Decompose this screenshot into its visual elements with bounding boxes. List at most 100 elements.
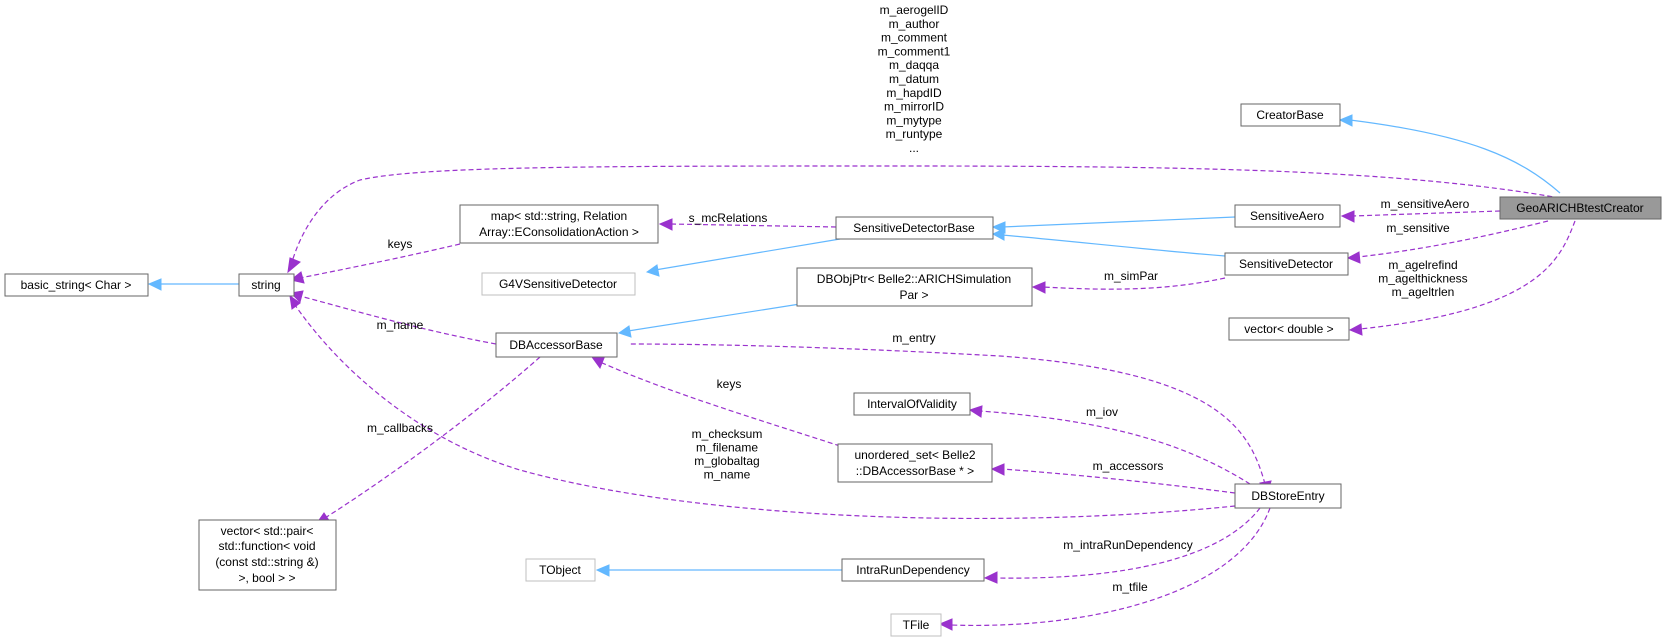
- node-label: TObject: [539, 563, 581, 577]
- node-db-accessor-base[interactable]: DBAccessorBase: [495, 332, 618, 358]
- arrowhead-sensitiveaero: [1340, 210, 1355, 223]
- node-unordered-set[interactable]: unordered_set< Belle2 ::DBAccessorBase *…: [837, 443, 993, 483]
- node-creator-base[interactable]: CreatorBase: [1240, 103, 1341, 127]
- edge-inherit-g4: [654, 238, 841, 271]
- arrowhead-string-top: [287, 257, 301, 274]
- node-g4-sensitive-detector[interactable]: G4VSensitiveDetector: [481, 272, 636, 296]
- node-vector-double[interactable]: vector< double >: [1228, 317, 1350, 341]
- edge-label-line: m_hapdID: [886, 86, 942, 100]
- arrowhead-tfile: [938, 618, 953, 631]
- edge-label-line: m_name: [704, 468, 751, 482]
- node-label: SensitiveAero: [1250, 209, 1324, 223]
- edge-usage-keys-map: [299, 243, 461, 279]
- node-interval-of-validity[interactable]: IntervalOfValidity: [853, 392, 971, 416]
- edge-label-line: m_checksum: [692, 427, 763, 441]
- edge-label-line: m_agelthickness: [1378, 272, 1467, 286]
- node-label: >, bool > >: [238, 571, 295, 585]
- edge-label-line: m_comment1: [878, 44, 951, 58]
- edge-usage-agel: [1359, 220, 1576, 330]
- edge-label-line: m_author: [889, 17, 940, 31]
- edge-inherit-sensitivedetector: [1001, 234, 1226, 257]
- node-label: Par >: [899, 288, 928, 302]
- arrowhead-g4: [645, 264, 660, 277]
- node-label: vector< std::pair<: [221, 524, 314, 538]
- node-label: map< std::string, Relation: [491, 209, 627, 223]
- node-label: Array::EConsolidationAction >: [479, 225, 639, 239]
- node-label: std::function< void: [218, 539, 315, 553]
- node-label: basic_string< Char >: [21, 278, 132, 292]
- arrowhead-dbobjptr: [1031, 281, 1046, 294]
- node-label: SensitiveDetectorBase: [853, 221, 975, 235]
- edge-usage-tfile: [949, 507, 1271, 627]
- node-tobject[interactable]: TObject: [525, 558, 596, 582]
- edge-label-line: m_filename: [696, 441, 758, 455]
- edge-label-line: m_aerogelID: [880, 3, 949, 17]
- edge-usage-sensitive: [1357, 220, 1549, 258]
- node-sensitive-aero[interactable]: SensitiveAero: [1234, 204, 1341, 228]
- node-label: CreatorBase: [1256, 108, 1324, 122]
- node-label: string: [251, 278, 280, 292]
- edge-label-sensitive: m_sensitive: [1386, 221, 1450, 235]
- node-label: vector< double >: [1244, 322, 1333, 336]
- edge-label-keys-map: keys: [388, 237, 413, 251]
- node-label: TFile: [903, 618, 930, 632]
- edge-usage-simpar: [1042, 277, 1226, 290]
- edge-label-sim-par: m_simPar: [1104, 269, 1158, 283]
- edge-usage-m-entry: [627, 343, 1266, 485]
- node-map-relations[interactable]: map< std::string, Relation Array::EConso…: [459, 204, 659, 244]
- arrowhead-string-checksum: [289, 294, 301, 310]
- node-label: unordered_set< Belle2: [854, 448, 975, 462]
- edge-inherit-dbobjptr: [627, 303, 801, 332]
- node-db-store-entry[interactable]: DBStoreEntry: [1234, 483, 1342, 509]
- node-dbobjptr[interactable]: DBObjPtr< Belle2::ARICHSimulation Par >: [796, 267, 1033, 307]
- edge-label-m-entry: m_entry: [892, 331, 935, 345]
- arrowhead-creatorbase: [1338, 114, 1353, 127]
- node-label: IntraRunDependency: [856, 563, 969, 577]
- edge-usage-iov: [979, 410, 1251, 485]
- node-label: ::DBAccessorBase * >: [856, 464, 974, 478]
- edge-label-intra-run-dependency: m_intraRunDependency: [1063, 538, 1192, 552]
- edge-label-line: m_agelrefind: [1388, 258, 1457, 272]
- node-label: DBAccessorBase: [509, 338, 603, 352]
- arrowhead-map: [658, 218, 673, 231]
- edge-label-sensitive-aero: m_sensitiveAero: [1381, 197, 1470, 211]
- edge-label-line: m_mirrorID: [884, 100, 944, 114]
- edge-usage-callbacks: [324, 356, 541, 519]
- edge-label-tfile: m_tfile: [1112, 580, 1148, 594]
- edge-inherit-sensitiveaero: [1001, 216, 1236, 228]
- edge-label-accessors: m_accessors: [1093, 459, 1164, 473]
- node-label: IntervalOfValidity: [867, 397, 957, 411]
- edge-usage-checksum: [294, 304, 1236, 520]
- edge-label-line: m_datum: [889, 72, 939, 86]
- edge-label-line: m_daqqa: [889, 58, 939, 72]
- node-basic-string[interactable]: basic_string< Char >: [4, 273, 149, 297]
- arrowhead-unordered-set: [990, 463, 1005, 476]
- edge-usage-intrarun: [994, 507, 1261, 579]
- arrowhead-sdb-det: [991, 228, 1005, 241]
- node-geo-arich-btest-creator[interactable]: GeoARICHBtestCreator: [1499, 196, 1662, 220]
- edge-label-callbacks: m_callbacks: [367, 421, 433, 435]
- node-tfile[interactable]: TFile: [890, 613, 942, 637]
- edge-label-m-name: m_name: [377, 318, 424, 332]
- node-sensitive-detector-base[interactable]: SensitiveDetectorBase: [835, 216, 994, 240]
- node-label: G4VSensitiveDetector: [499, 277, 617, 291]
- edge-usage-m-name: [299, 295, 497, 345]
- node-vector-pair-callbacks[interactable]: vector< std::pair< std::function< void (…: [198, 519, 337, 591]
- node-sensitive-detector[interactable]: SensitiveDetector: [1224, 252, 1349, 276]
- arrowhead-iov: [968, 405, 983, 418]
- edge-usage-keys-set: [599, 361, 841, 447]
- edge-usage-sensitiveaero: [1351, 210, 1501, 217]
- edge-label-line: m_runtype: [886, 127, 943, 141]
- edge-inherit-creatorbase: [1349, 119, 1561, 194]
- arrowhead-dbaccessor-keys: [590, 356, 605, 370]
- arrowhead-dbaccessor: [617, 325, 632, 338]
- node-string[interactable]: string: [238, 273, 295, 297]
- arrowhead-vector-double: [1348, 323, 1363, 336]
- node-intra-run-dependency[interactable]: IntraRunDependency: [841, 558, 985, 582]
- edge-label-line: m_ageltrlen: [1392, 285, 1455, 299]
- node-label: GeoARICHBtestCreator: [1516, 201, 1643, 215]
